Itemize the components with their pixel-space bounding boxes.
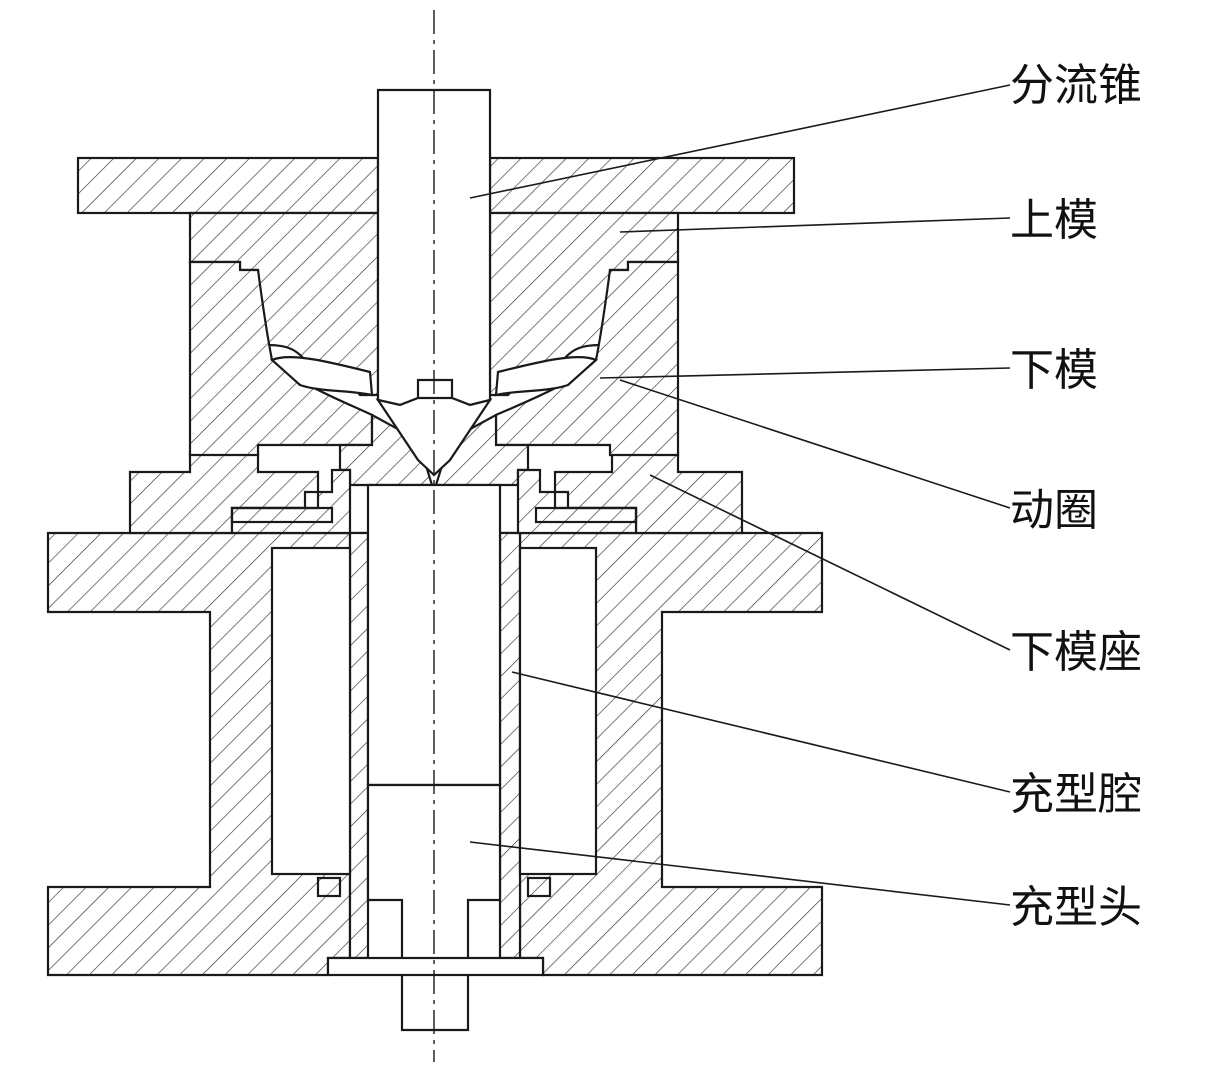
leader-upper-die <box>619 217 1011 233</box>
bottom-end-plate <box>326 956 545 977</box>
top-plate-right <box>488 156 796 215</box>
leader-filling-chamber <box>511 671 1011 793</box>
splitter-cone-tip <box>375 396 493 477</box>
moving-coil <box>269 356 374 397</box>
collar-left <box>230 468 352 535</box>
label-splitter-cone: 分流锥 <box>1010 60 1142 111</box>
label-filling-head: 充型头 <box>1010 882 1142 933</box>
seat-hollow-left <box>270 546 352 876</box>
pad-left <box>316 876 342 898</box>
shim-left <box>230 506 334 524</box>
collar-right <box>516 468 638 535</box>
chamber-wall-right <box>498 531 522 960</box>
moving-coil-right <box>494 356 599 397</box>
label-lower-die: 下模 <box>1010 345 1098 396</box>
leader-filling-head <box>469 841 1011 906</box>
label-moving-coil: 动圈 <box>1010 485 1098 536</box>
shim-right <box>534 506 638 524</box>
top-plate-left <box>76 156 380 215</box>
leader-lower-die-seat <box>649 474 1011 651</box>
leader-lower-die <box>599 367 1011 379</box>
label-upper-die: 上模 <box>1010 195 1098 246</box>
seat-hollow-right <box>518 546 598 876</box>
leader-moving-coil <box>619 379 1011 509</box>
leader-splitter-cone <box>469 84 1011 199</box>
chamber-wall-left <box>348 531 370 960</box>
label-lower-die-seat: 下模座 <box>1010 627 1142 678</box>
label-filling-chamber: 充型腔 <box>1010 769 1142 820</box>
pad-right <box>526 876 552 898</box>
